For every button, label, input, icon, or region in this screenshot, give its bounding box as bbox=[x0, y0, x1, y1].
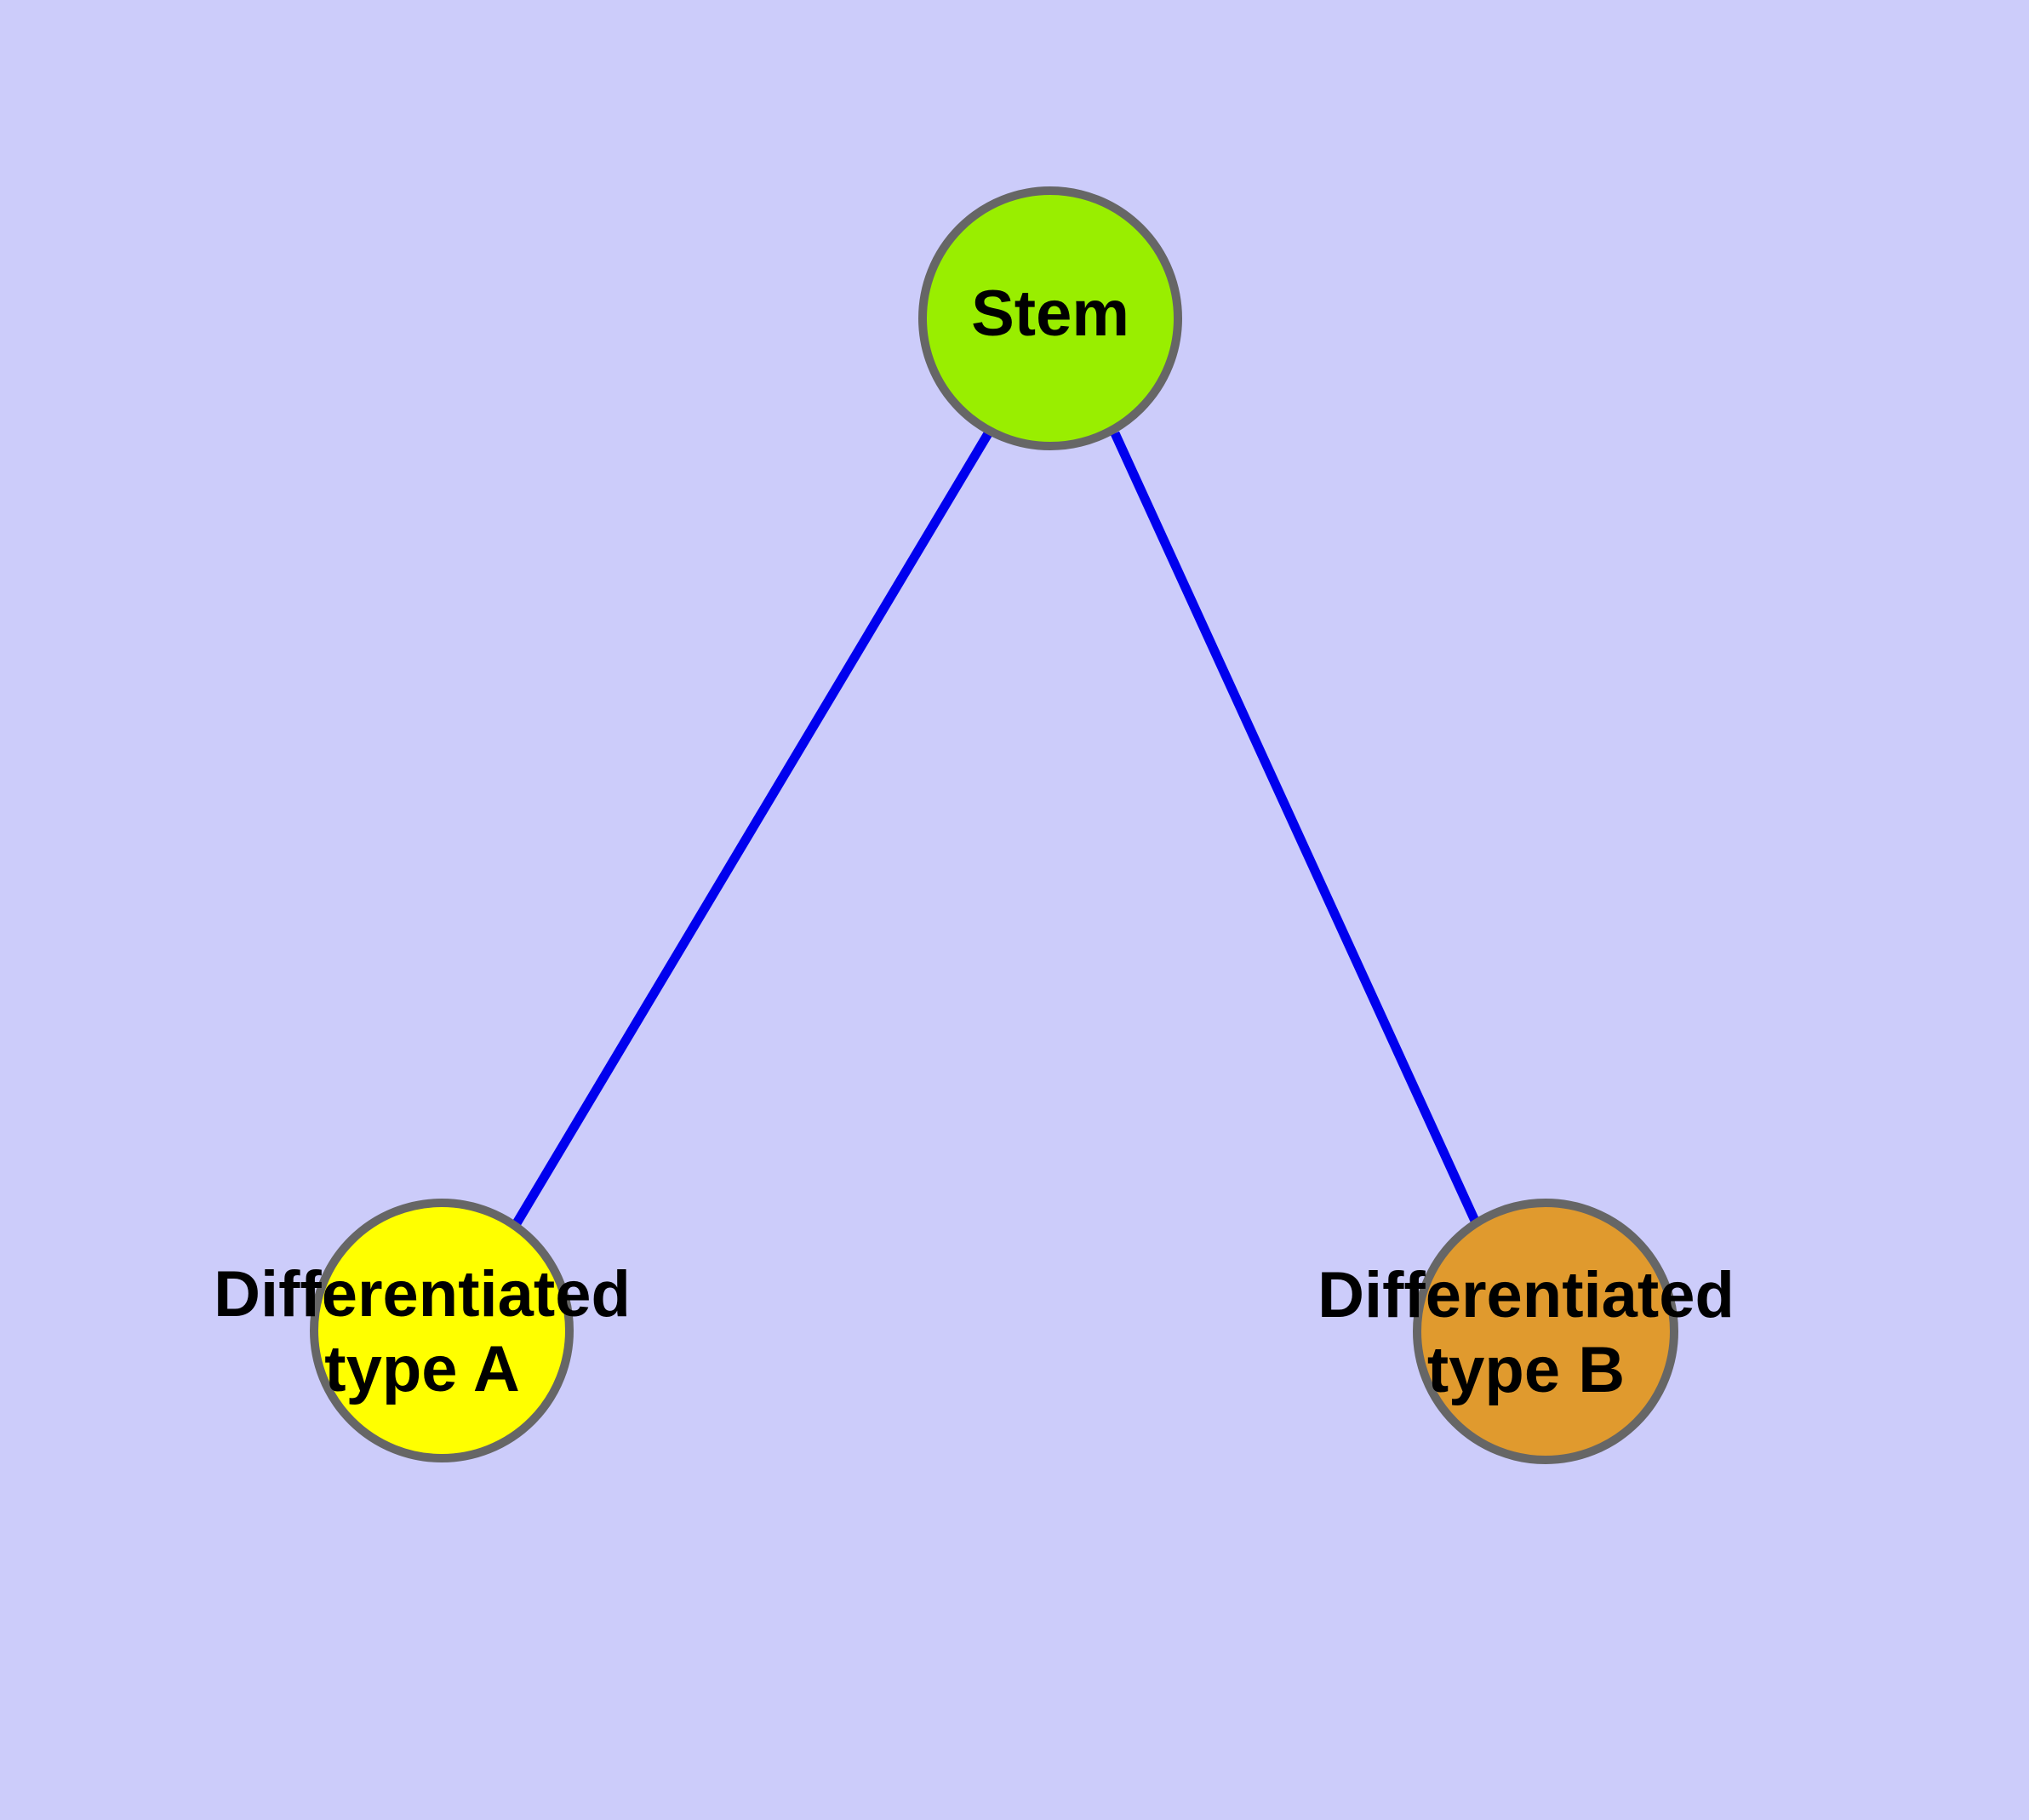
node-label-line: Differentiated bbox=[214, 1258, 631, 1331]
edge-stem-to-diff-a[interactable] bbox=[512, 428, 994, 1226]
node-label-line: type A bbox=[324, 1333, 519, 1405]
node-circle-stem[interactable] bbox=[918, 186, 1182, 450]
edges-layer bbox=[512, 428, 1480, 1226]
edge-stem-to-diff-b[interactable] bbox=[1110, 431, 1480, 1223]
node-stem[interactable]: Stem bbox=[918, 186, 1182, 450]
node-label-line: Stem bbox=[971, 278, 1129, 350]
node-label-stem: Stem bbox=[971, 278, 1129, 350]
node-label-line: type B bbox=[1427, 1334, 1625, 1406]
node-circle-diff-a[interactable] bbox=[310, 1199, 574, 1462]
node-circle-diff-b[interactable] bbox=[1413, 1199, 1678, 1464]
node-label-line: Differentiated bbox=[1317, 1259, 1735, 1331]
